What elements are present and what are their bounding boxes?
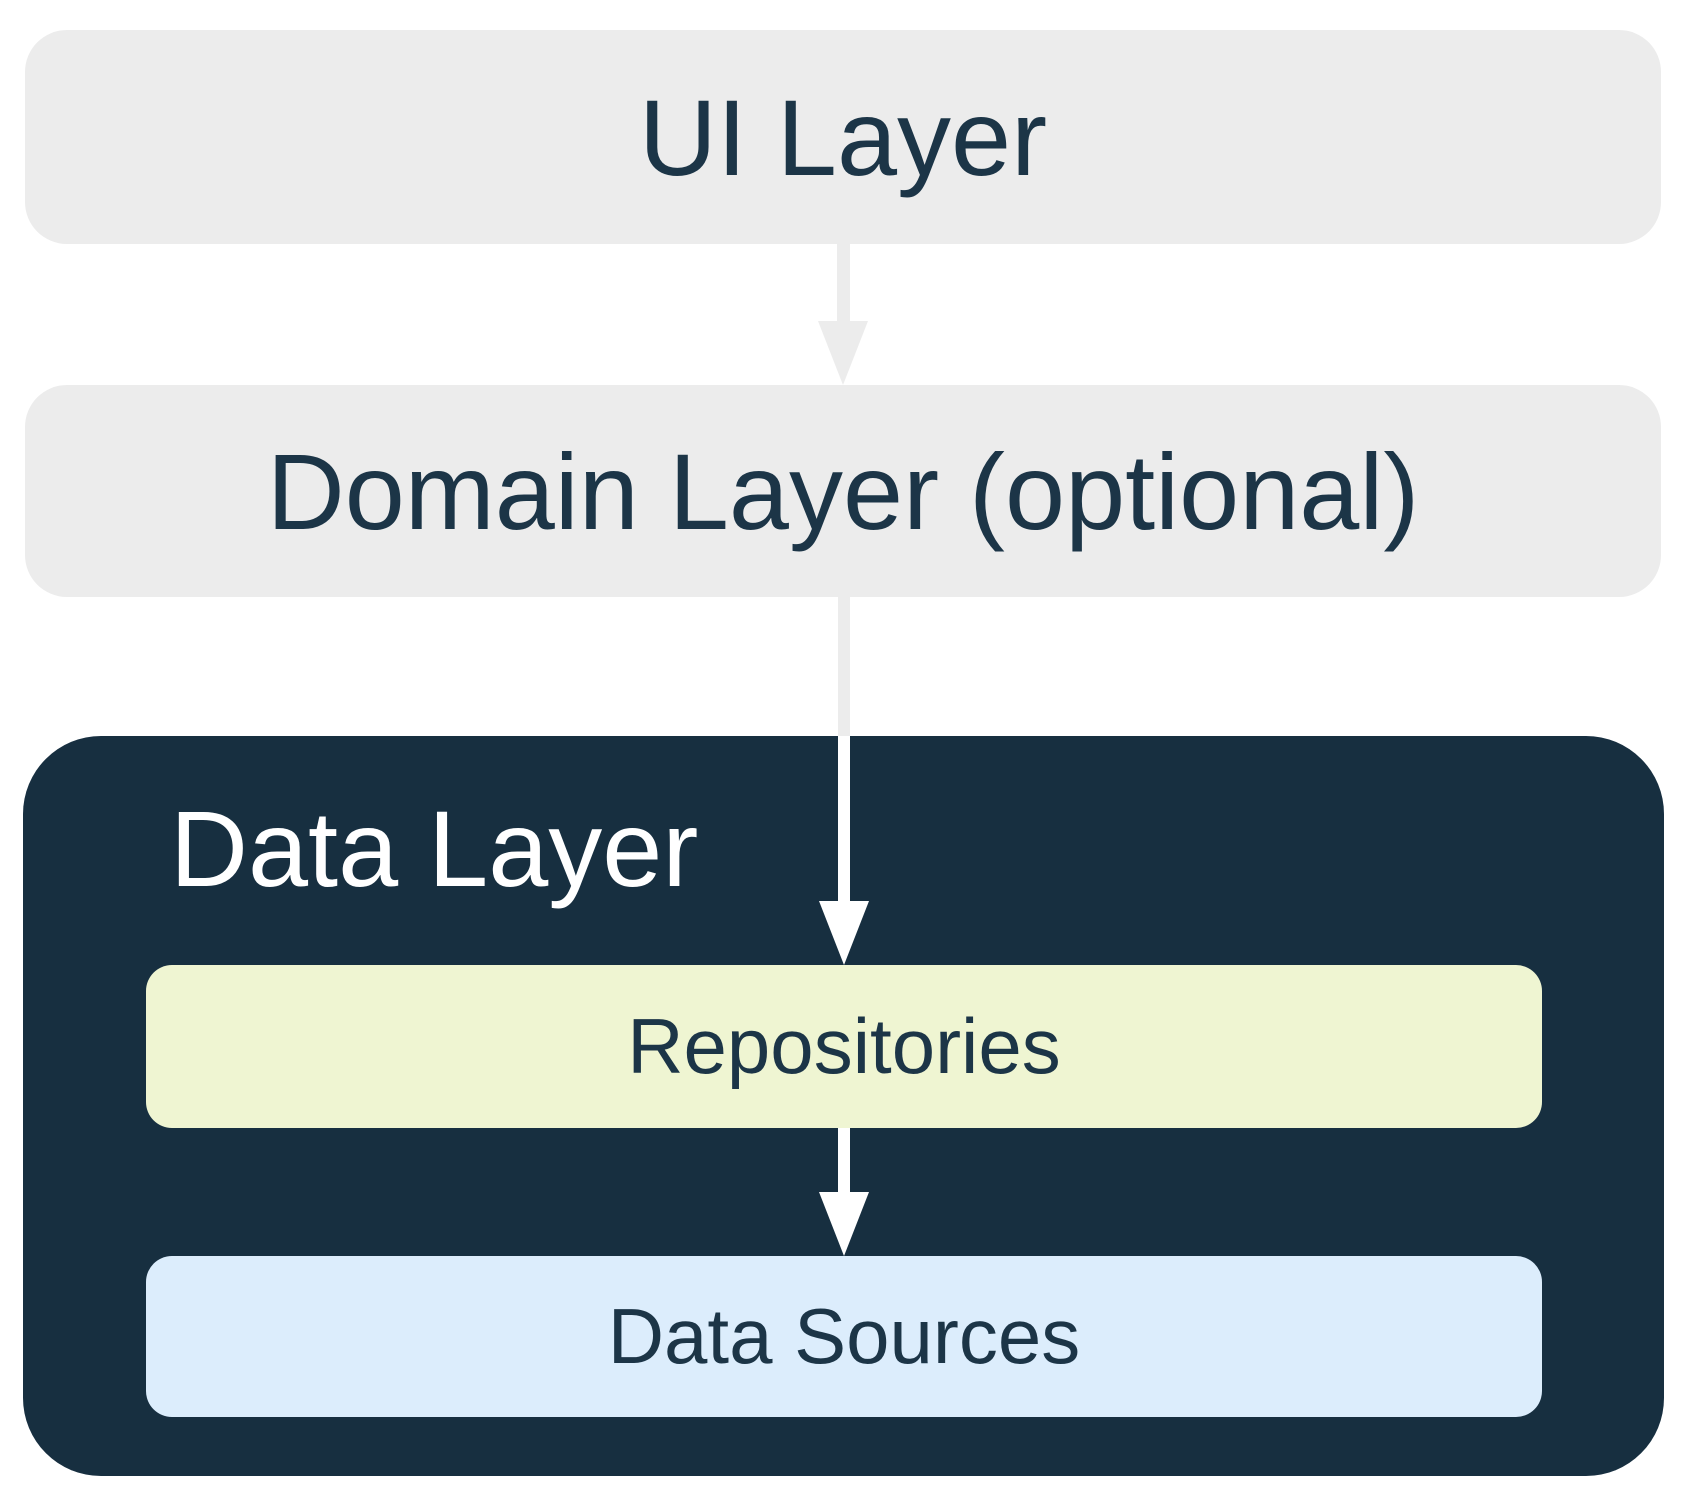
arrow-ui-to-domain-stem: [837, 244, 850, 323]
arrow-down-icon: [819, 901, 869, 965]
arrow-domain-to-repositories-stem-white: [838, 736, 850, 903]
arrow-domain-to-repositories-stem-gray: [838, 597, 850, 736]
ui-layer-label: UI Layer: [638, 76, 1048, 198]
domain-layer-box: Domain Layer (optional): [25, 385, 1661, 597]
repositories-box: Repositories: [146, 965, 1542, 1128]
repositories-label: Repositories: [627, 1002, 1061, 1090]
arrow-repositories-to-data-sources-stem: [838, 1128, 850, 1194]
domain-layer-label: Domain Layer (optional): [266, 430, 1420, 552]
data-sources-box: Data Sources: [146, 1256, 1542, 1417]
data-sources-label: Data Sources: [607, 1292, 1081, 1380]
ui-layer-box: UI Layer: [25, 30, 1661, 244]
data-layer-label: Data Layer: [170, 788, 699, 909]
arrow-down-icon: [818, 321, 868, 385]
arrow-down-icon: [819, 1192, 869, 1256]
